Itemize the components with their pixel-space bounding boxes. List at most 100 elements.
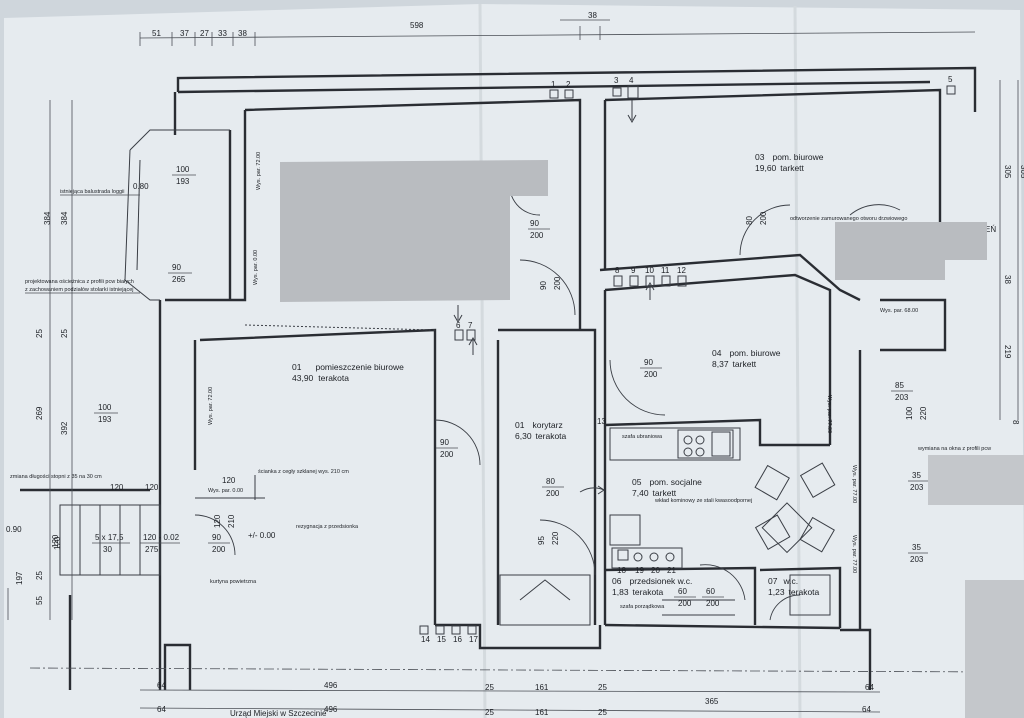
dim-label: 64 [157,705,166,714]
vent-number: 10 [645,266,654,275]
svg-text:265: 265 [172,275,186,284]
svg-text:95: 95 [537,536,546,545]
note: ścianka z cegły szklanej wys. 210 cm [258,469,349,475]
svg-text:100: 100 [176,165,190,174]
room-floor: terakota [633,587,664,597]
vent-number: 21 [667,566,676,575]
svg-text:35: 35 [912,471,921,480]
stairs-labels: 5 x 17,5 30 120 - 0.02 275 +/- 0.00 120 [92,483,276,554]
vent-number: 19 [635,566,644,575]
dim-label: 8 [1011,420,1020,425]
room-floor: tarkett [653,488,677,498]
vent-number: 9 [631,266,636,275]
landing-dim: 120 [110,483,124,492]
note: Wys. par. 77.00 [826,395,832,433]
room-number: 03 [755,152,765,162]
right-dimension-chain: 305 305 38 219 8 [999,80,1024,425]
opening-label: 95 220 [537,531,560,545]
svg-text:200: 200 [706,599,720,608]
svg-text:35: 35 [912,543,921,552]
building-walls [68,66,977,690]
vent-number: 13 [597,417,606,426]
note: projektowana ościeżnica z profili pcw bi… [25,279,134,285]
dim-label: 64 [862,705,871,714]
room-area: 19,60 [755,163,777,173]
note: Wys. par. 77.00 [851,465,857,503]
vent-number: 16 [453,635,462,644]
svg-text:200: 200 [678,599,692,608]
dim-label: 496 [324,705,338,714]
note: szafa ubraniowa [622,434,663,440]
dim-label: 64 [157,681,166,690]
vent-number: 11 [661,266,670,275]
dim-label: 25 [598,708,607,717]
svg-text:200: 200 [644,370,658,379]
dim-label: 392 [60,421,69,435]
svg-text:60: 60 [706,587,715,596]
room-area: 43,90 [292,373,314,383]
svg-text:203: 203 [895,393,909,402]
svg-text:200: 200 [553,276,562,290]
room-floor: tarkett [780,163,804,173]
level-zero: +/- 0.00 [248,531,276,540]
dim-label: 51 [152,29,161,38]
left-dimension-chain: 384 384 25 392 269 25 120 197 55 25 0.90 [6,100,73,620]
room-floor: terakota [789,587,820,597]
vent-number: 2 [566,80,571,89]
svg-text:220: 220 [919,406,928,420]
edge-text: EŃ [985,225,996,234]
dim-label: 27 [200,29,209,38]
note: kurtyna powietrzna [210,579,257,585]
svg-text:90: 90 [440,438,449,447]
room-name: pomieszczenie biurowe [315,362,404,372]
room-name: pom. socjalne [649,477,702,487]
room-area: 1,23 [768,587,785,597]
vent-number: 5 [948,75,953,84]
note: z zachowaniem podziałów stolarki istniej… [25,287,134,293]
dim-label: 120 [53,536,62,550]
svg-text:220: 220 [551,531,560,545]
room-number: 05 [632,477,642,487]
dim-label: 25 [598,683,607,692]
ventilation-shafts: 1 2 3 4 5 6 7 8 9 10 11 12 13 14 15 16 1… [419,75,956,644]
svg-text:200: 200 [759,211,768,225]
svg-text:07w.c.: 07w.c. [768,576,798,586]
vent-number: 18 [617,566,626,575]
vent-number: 4 [629,76,634,85]
vent-number: 12 [677,266,686,275]
note: Wys. par. 72.00 [256,152,262,190]
room-name: pom. biurowe [772,152,823,162]
top-dimension-chain: 51 37 27 33 38 598 38 [139,11,976,46]
note: Wys. par. 72.00 [208,387,214,425]
note: rezygnacja z przedsionka [296,524,359,530]
dim-label: 0.90 [6,525,22,534]
dim-label: 55 [35,596,44,605]
vent-number: 8 [615,266,620,275]
vent-number: 20 [651,566,660,575]
svg-text:203: 203 [910,483,924,492]
vent-number: 1 [551,80,556,89]
dim-label: 305 [1003,165,1012,179]
room-area: 6,30 [515,431,532,441]
dim-label: 120 [145,483,159,492]
stairs-steps: 5 x 17,5 [95,533,124,542]
dim-label: 25 [35,571,44,580]
svg-text:200: 200 [530,231,544,240]
dim-label: 197 [15,571,24,585]
dim-label: 161 [535,683,549,692]
dim-label: 269 [35,406,44,420]
room-area: 1,83 [612,587,629,597]
opening-label: 120 [222,476,236,485]
